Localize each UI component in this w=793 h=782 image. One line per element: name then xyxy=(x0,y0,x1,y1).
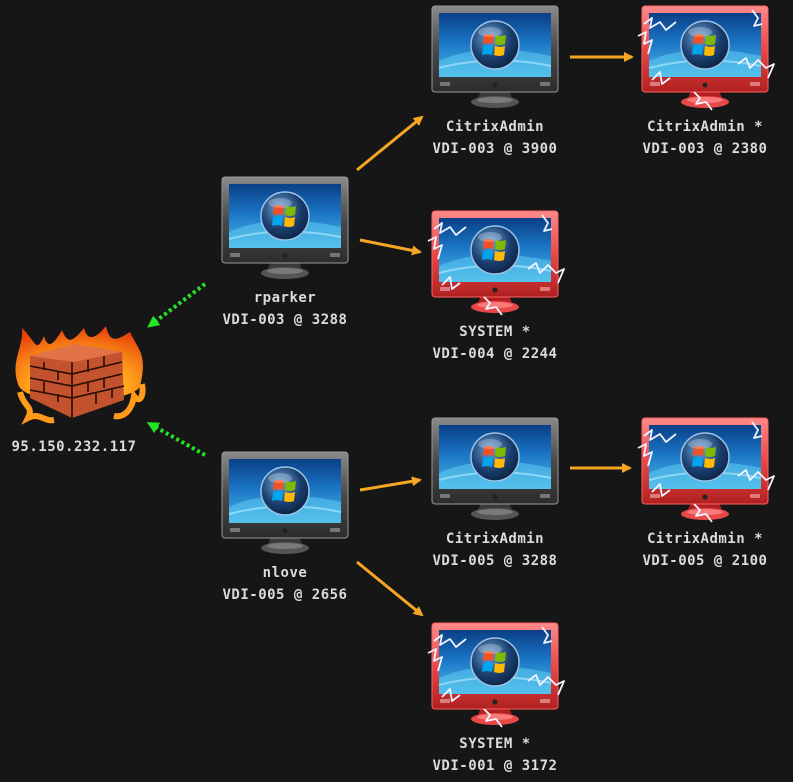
spawn-arrow xyxy=(359,238,422,256)
compromised-monitor-icon xyxy=(427,622,565,728)
windows-orb-icon xyxy=(260,191,310,241)
node-user-label: CitrixAdmin * xyxy=(646,119,764,135)
node-host-label: VDI-005 @ 3288 xyxy=(432,553,558,569)
lightning-icon xyxy=(427,214,565,316)
spawn-arrow xyxy=(356,115,424,172)
monitor-icon xyxy=(221,451,349,554)
lightning-icon xyxy=(637,421,775,523)
burning-firewall-icon xyxy=(15,326,146,425)
windows-orb-icon xyxy=(470,637,520,687)
node-label: SYSTEM * VDI-001 @ 3172 xyxy=(395,733,595,777)
node-label: CitrixAdmin * VDI-005 @ 2100 xyxy=(605,528,793,572)
beacon-arrow xyxy=(146,422,206,457)
windows-orb-icon xyxy=(680,20,730,70)
node-label: SYSTEM * VDI-004 @ 2244 xyxy=(395,321,595,365)
node-host-label: VDI-001 @ 3172 xyxy=(432,758,558,774)
compromised-monitor-icon xyxy=(637,5,775,111)
node-user-label: CitrixAdmin xyxy=(445,531,545,547)
firewall-ip-label: 95.150.232.117 xyxy=(11,439,136,455)
node-user-label: CitrixAdmin * xyxy=(646,531,764,547)
nodes-layer xyxy=(221,5,775,728)
spawn-arrow xyxy=(356,560,424,617)
node-host-label: VDI-005 @ 2100 xyxy=(642,553,768,569)
compromised-monitor-icon xyxy=(427,210,565,316)
node-user-label: SYSTEM * xyxy=(459,736,531,752)
spawn-arrow xyxy=(359,476,422,492)
lightning-icon xyxy=(637,9,775,111)
windows-orb-icon xyxy=(680,432,730,482)
node-label: CitrixAdmin * VDI-003 @ 2380 xyxy=(605,116,793,160)
beacon-arrow xyxy=(147,282,207,328)
windows-orb-icon xyxy=(470,225,520,275)
compromised-monitor-icon xyxy=(637,417,775,523)
node-host-label: VDI-004 @ 2244 xyxy=(432,346,558,362)
monitor-icon xyxy=(431,417,559,520)
node-user-label: rparker xyxy=(253,290,317,306)
node-user-label: CitrixAdmin xyxy=(445,119,545,135)
node-user-label: SYSTEM * xyxy=(459,324,531,340)
monitor-icon xyxy=(431,5,559,108)
windows-orb-icon xyxy=(470,20,520,70)
node-host-label: VDI-003 @ 3900 xyxy=(432,141,558,157)
monitor-icon xyxy=(221,176,349,279)
edges-layer xyxy=(146,52,634,617)
node-host-label: VDI-003 @ 3288 xyxy=(222,312,348,328)
windows-orb-icon xyxy=(260,466,310,516)
node-host-label: VDI-005 @ 2656 xyxy=(222,587,348,603)
node-user-label: nlove xyxy=(262,565,308,581)
node-host-label: VDI-003 @ 2380 xyxy=(642,141,768,157)
windows-orb-icon xyxy=(470,432,520,482)
lightning-icon xyxy=(427,626,565,728)
